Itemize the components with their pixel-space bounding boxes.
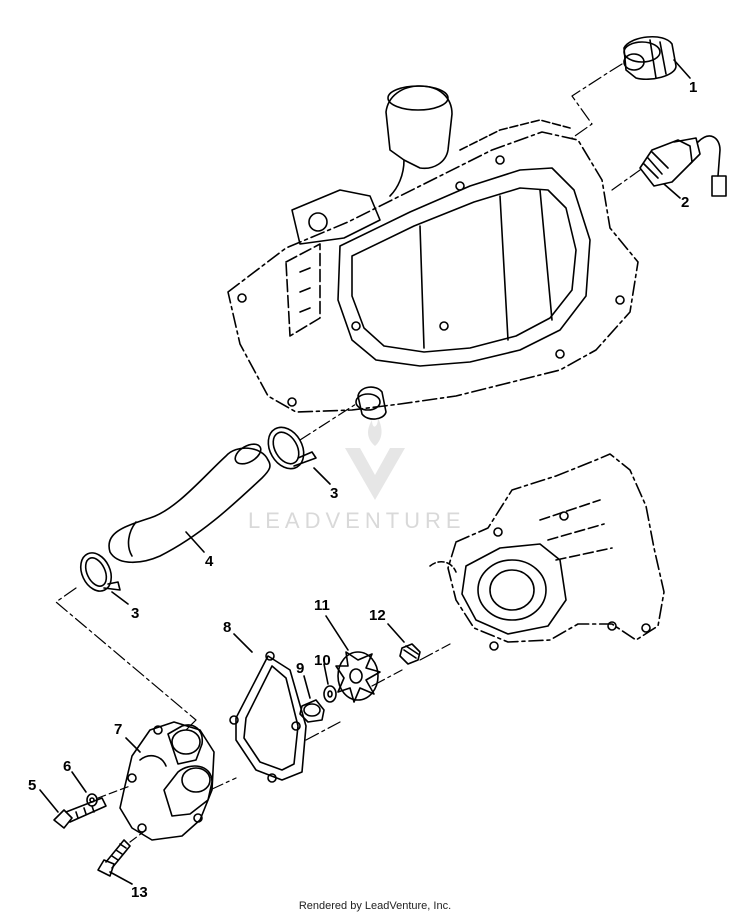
part-7-leader xyxy=(125,737,141,753)
cylinder-head xyxy=(227,85,639,420)
crankcase xyxy=(429,453,665,651)
head-to-clamp-path xyxy=(299,403,357,441)
part-10-leader xyxy=(323,663,329,685)
part-13-leader xyxy=(109,871,133,885)
watermark: LEADVENTURE xyxy=(248,418,466,533)
part-11-impeller xyxy=(335,651,381,703)
part-6-washer xyxy=(86,793,98,807)
part-label-9: 9 xyxy=(296,660,304,677)
watermark-text: LEADVENTURE xyxy=(248,508,466,533)
part-label-10: 10 xyxy=(314,652,331,669)
part-2-temp-sensor xyxy=(639,135,727,197)
part-5-bolt xyxy=(53,797,107,829)
part-2-path xyxy=(611,169,641,191)
part-label-4: 4 xyxy=(205,553,214,570)
part-4-leader xyxy=(185,531,205,553)
part-12-nut xyxy=(399,643,421,665)
part-4-coolant-hose xyxy=(108,443,271,564)
watermark-flame xyxy=(368,418,382,446)
part-label-8: 8 xyxy=(223,619,231,636)
part-9-seal xyxy=(299,699,325,723)
part-11-leader xyxy=(325,615,349,651)
part-label-7: 7 xyxy=(114,721,122,738)
part-label-12: 12 xyxy=(369,607,386,624)
render-credit: Rendered by LeadVenture, Inc. xyxy=(298,900,452,912)
pump-axis-line xyxy=(209,643,451,791)
part-5-leader xyxy=(39,789,59,813)
part-labels: 1 2 3 3 4 5 6 7 8 9 10 11 12 13 xyxy=(28,79,697,901)
part-1-thermostat-cap xyxy=(623,36,677,81)
part-12-leader xyxy=(387,623,405,643)
part-8-leader xyxy=(233,633,253,653)
part-13-bolt xyxy=(97,839,131,877)
part-7-water-pump-cover xyxy=(119,721,215,841)
part-label-11: 11 xyxy=(314,597,330,614)
part-1-path xyxy=(571,63,623,139)
part-3b-leader xyxy=(111,591,129,605)
part-8-gasket xyxy=(229,651,307,783)
part-3-lower-clamp xyxy=(79,552,121,592)
clamp-to-cover-path xyxy=(55,587,197,731)
part-label-13: 13 xyxy=(131,884,148,901)
watermark-logo xyxy=(345,448,405,500)
bolt-to-cover-path xyxy=(97,785,131,799)
part-2-leader xyxy=(663,183,681,199)
part-label-2: 2 xyxy=(681,194,689,211)
part-label-6: 6 xyxy=(63,758,71,775)
part-label-3b: 3 xyxy=(131,605,139,622)
part-3a-leader xyxy=(313,467,331,485)
part-9-leader xyxy=(303,675,311,699)
part-1-leader xyxy=(673,59,691,79)
bolt13-to-cover-path xyxy=(129,829,147,843)
part-label-1: 1 xyxy=(689,79,697,96)
part-label-3a: 3 xyxy=(330,485,338,502)
part-6-leader xyxy=(71,771,87,793)
part-10-washer xyxy=(323,685,337,703)
part-label-5: 5 xyxy=(28,777,36,794)
